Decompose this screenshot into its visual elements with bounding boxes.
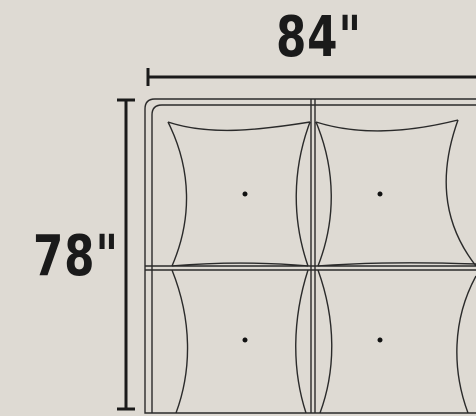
seat-cushion-left — [171, 269, 309, 414]
tufting-button-dot — [377, 337, 383, 343]
back-cushion-left — [167, 121, 311, 267]
tufting-button-dot — [242, 191, 248, 197]
depth-dimension-line — [117, 98, 135, 411]
depth-dimension-label: 78" — [33, 224, 119, 289]
width-dimension-label: 84" — [276, 5, 362, 70]
width-dimension-line — [146, 68, 476, 86]
back-cushion-right — [315, 119, 476, 267]
tufting-button-dot — [377, 191, 383, 197]
tufting-button-dot — [242, 337, 248, 343]
sofa-outline — [144, 98, 476, 414]
seat-cushion-right — [317, 269, 476, 414]
